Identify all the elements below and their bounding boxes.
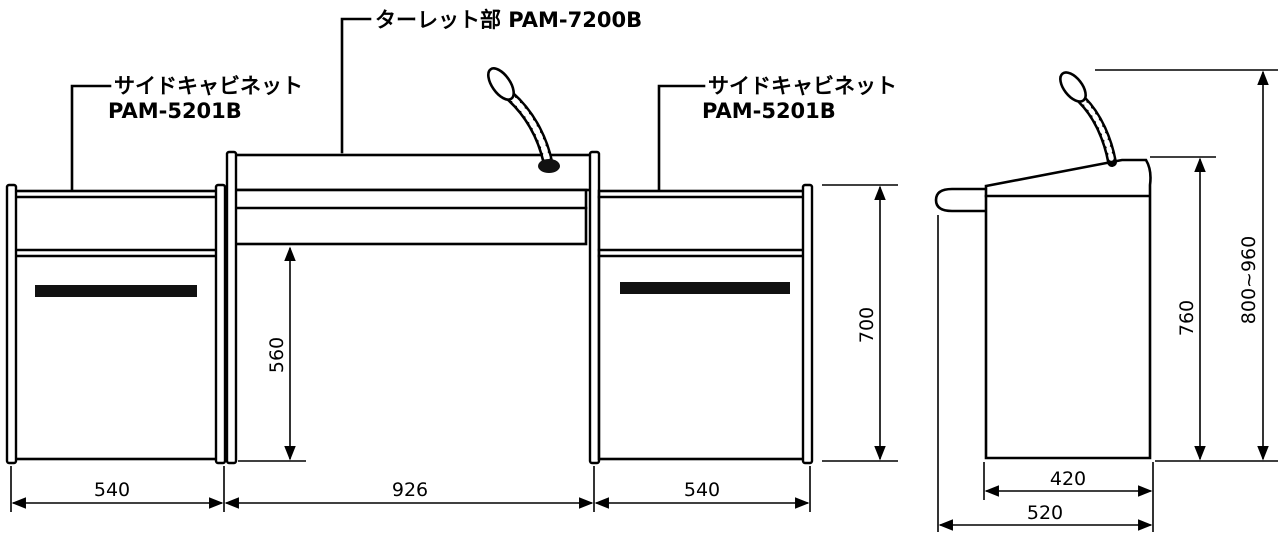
- dim-top-height: 760: [1176, 300, 1198, 336]
- dim-mic-height: 800~960: [1238, 236, 1260, 324]
- dim-knee-height: 560: [266, 337, 288, 373]
- left-cabinet-label-model: PAM-5201B: [108, 99, 242, 123]
- dim-width-right: 540: [684, 479, 720, 501]
- dim-width-center: 926: [392, 479, 428, 501]
- desk-height-dimension: [822, 184, 898, 462]
- right-cabinet-label-model: PAM-5201B: [702, 99, 836, 123]
- leader-lines: [70, 17, 706, 191]
- left-side-cabinet: [5, 183, 227, 465]
- microphone-side: [1059, 71, 1117, 167]
- microphone-front: [487, 67, 560, 173]
- vent-slots-right: [620, 282, 790, 294]
- knee-height-dimension: [238, 246, 306, 462]
- left-cabinet-label-name: サイドキャビネット: [114, 74, 303, 98]
- turret-section: [225, 150, 601, 465]
- dim-width-left: 540: [94, 479, 130, 501]
- front-width-dimensions: [10, 466, 811, 512]
- dim-total-depth: 520: [1027, 502, 1063, 524]
- side-view: [934, 69, 1278, 532]
- vent-slots-left: [35, 285, 197, 297]
- right-cabinet-label-name: サイドキャビネット: [708, 74, 897, 98]
- turret-label: ターレット部 PAM-7200B: [375, 8, 642, 32]
- dim-desk-height: 700: [856, 307, 878, 343]
- dim-cabinet-depth: 420: [1050, 468, 1086, 490]
- front-view: ターレット部 PAM-7200B サイドキャビネット PAM-5201B サイド…: [5, 8, 898, 512]
- right-side-cabinet: [597, 183, 814, 465]
